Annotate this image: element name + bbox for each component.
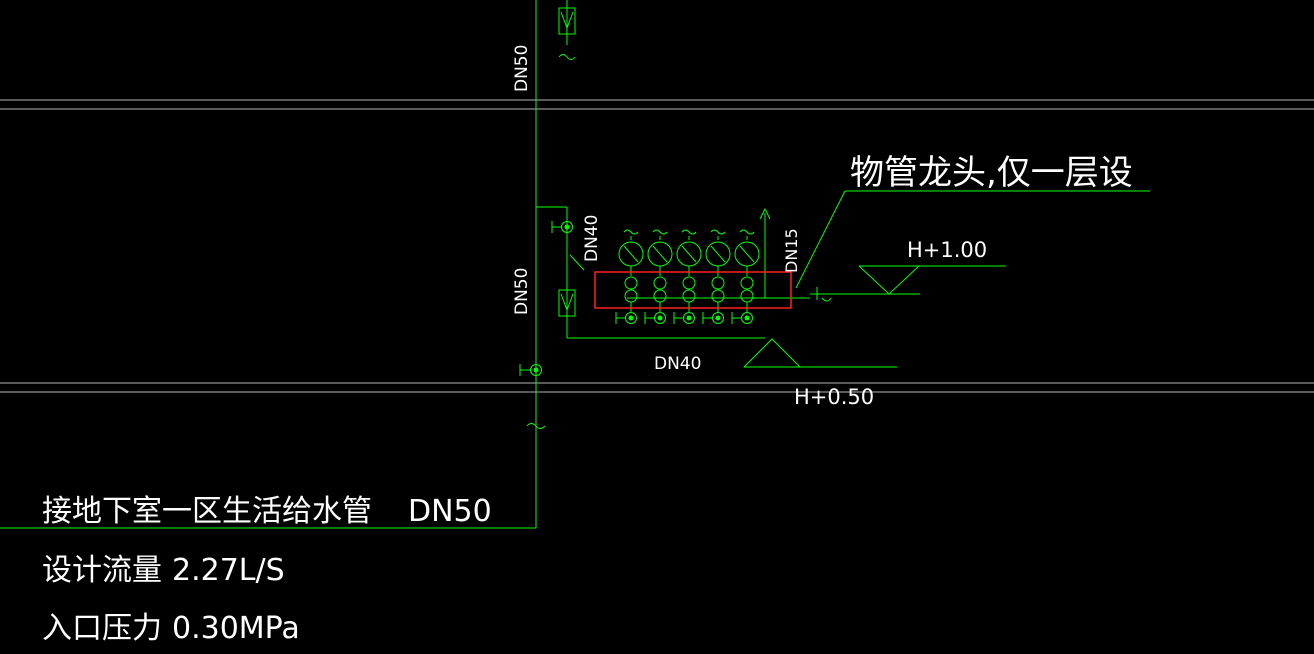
meter-gate-valve-icon[interactable] <box>741 312 753 324</box>
meter-break-mark <box>652 229 668 235</box>
meter-group[interactable] <box>615 190 1150 324</box>
branch-meter-valve-mark <box>560 293 574 312</box>
meter-gate-valve-dot <box>744 315 750 321</box>
break-symbol-riser <box>526 423 546 429</box>
faucet-leader <box>795 190 846 289</box>
floor-lines <box>0 99 1314 393</box>
branch-meter-box[interactable] <box>558 289 576 317</box>
meter-unit[interactable] <box>615 229 644 324</box>
main-riser[interactable] <box>0 0 546 529</box>
meter-unit[interactable] <box>644 229 673 324</box>
meter-gate-valve-icon[interactable] <box>654 312 666 324</box>
note-line3-label: 入口压力 <box>42 611 162 646</box>
note-line2-value: 2.27L/S <box>172 553 285 588</box>
meter-gate-valve-icon[interactable] <box>712 312 724 324</box>
meter-branch[interactable] <box>536 206 765 339</box>
meter-gate-valve-dot <box>715 315 721 321</box>
meter-coil-top-icon <box>740 276 754 290</box>
meter-unit[interactable] <box>673 229 702 324</box>
meter-gauge-needle <box>739 245 755 263</box>
top-meter-assembly[interactable] <box>558 0 576 60</box>
meter-coil-bottom-icon <box>740 289 754 303</box>
meter-gauge-needle <box>710 245 726 263</box>
note-line2-label: 设计流量 <box>42 553 162 588</box>
top-meter-valve-mark <box>560 11 574 30</box>
meter-break-mark <box>623 229 639 235</box>
meter-gauge-needle <box>681 245 697 263</box>
meter-gauge-needle <box>652 245 668 263</box>
meter-gate-valve-icon[interactable] <box>683 312 695 324</box>
meter-coil-top-icon <box>624 276 638 290</box>
break-symbol-top <box>558 54 576 60</box>
design-notes: 接地下室一区生活给水管 DN50 设计流量 2.27L/S 入口压力 0.30M… <box>42 494 492 646</box>
note-line3-value: 0.30MPa <box>172 611 300 646</box>
meter-break-mark <box>739 229 755 235</box>
meter-units[interactable] <box>615 229 760 324</box>
meter-gauge-needle <box>623 245 639 263</box>
faucet-note-label: 物管龙头,仅一层设 <box>850 153 1133 193</box>
riser-gate-valve[interactable] <box>519 364 542 376</box>
meter-gate-valve-icon[interactable] <box>625 312 637 324</box>
elevation-marker-upper[interactable] <box>858 265 1006 295</box>
top-meter-box[interactable] <box>558 7 576 35</box>
meter-coil-bottom-icon <box>653 289 667 303</box>
meter-unit[interactable] <box>731 229 760 324</box>
branch-vertical-size-label: DN40 <box>582 215 602 262</box>
elevation-upper-label: H+1.00 <box>907 238 987 262</box>
riser-mid-size-label: DN50 <box>512 268 532 315</box>
meter-branch-size-label: DN15 <box>782 228 801 273</box>
meter-gate-valve-dot <box>657 315 663 321</box>
meter-coil-top-icon <box>682 276 696 290</box>
dn40-leader <box>569 254 585 271</box>
meter-gate-valve-dot <box>628 315 634 321</box>
meter-coil-bottom-icon <box>682 289 696 303</box>
elevation-marker-lower[interactable] <box>743 338 897 368</box>
branch-gate-valve[interactable] <box>551 221 573 233</box>
meter-unit[interactable] <box>702 229 731 324</box>
meter-gate-valve-dot <box>686 315 692 321</box>
header-size-label: DN40 <box>654 354 701 374</box>
meter-coil-bottom-icon <box>624 289 638 303</box>
elevation-lower-label: H+0.50 <box>794 385 874 409</box>
outlet-faucet[interactable] <box>810 287 920 302</box>
meter-break-mark <box>710 229 726 235</box>
meter-outlet-arrow <box>759 207 771 220</box>
meter-coil-top-icon <box>653 276 667 290</box>
note-line1-text: 接地下室一区生活给水管 <box>42 494 372 529</box>
meter-coil-top-icon <box>711 276 725 290</box>
note-line1-size: DN50 <box>408 494 492 529</box>
riser-top-size-label: DN50 <box>512 45 532 92</box>
meter-coil-bottom-icon <box>711 289 725 303</box>
meter-break-mark <box>681 229 697 235</box>
highlight-box[interactable] <box>594 271 792 309</box>
